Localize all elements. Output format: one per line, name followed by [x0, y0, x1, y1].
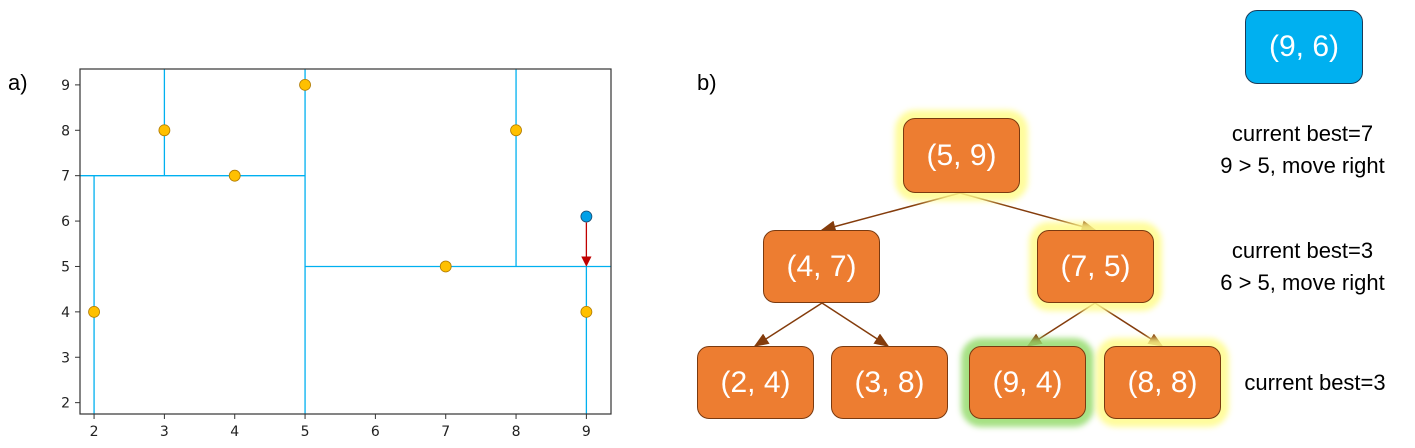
y-tick-label: 3 — [61, 350, 70, 366]
data-point — [510, 124, 522, 137]
tree-node-root: (5, 9) — [903, 118, 1020, 193]
tree-edge-right-rr — [1094, 302, 1164, 347]
tree-edge-right-rl — [1026, 302, 1096, 347]
tree-node-right-left: (9, 4) — [969, 346, 1086, 419]
tree-edge-root-right — [959, 192, 1097, 233]
y-tick-label: 7 — [61, 169, 70, 185]
data-point — [580, 305, 593, 318]
x-tick-label: 6 — [371, 424, 380, 440]
tree-node-right: (7, 5) — [1037, 230, 1154, 303]
panel-a-label: a) — [8, 70, 28, 95]
kd-tree-scatter-plot: 2 3 4 5 6 7 8 9 2 3 4 5 6 7 8 9 — [61, 68, 612, 440]
y-tick-label: 8 — [61, 123, 70, 139]
data-point — [439, 260, 452, 273]
note-level1-line1: current best=7 — [1231, 121, 1374, 146]
note-level3: current best=3 — [1230, 367, 1400, 399]
tree-node-left-left: (2, 4) — [697, 346, 814, 419]
note-level2-line1: current best=3 — [1231, 238, 1374, 263]
panel-b-label: b) — [697, 70, 717, 95]
plot-frame — [79, 68, 612, 415]
tree-edge-root-left — [820, 192, 961, 233]
note-level1-line2: 9 > 5, move right — [1220, 153, 1385, 178]
query-point — [580, 210, 593, 223]
y-tick-label: 2 — [61, 396, 70, 412]
x-tick-label: 9 — [582, 424, 591, 440]
note-level2: current best=3 6 > 5, move right — [1200, 235, 1405, 299]
tree-edge-left-lr — [821, 302, 890, 347]
x-tick-label: 2 — [90, 424, 99, 440]
y-tick-label: 4 — [61, 305, 70, 321]
x-tick-label: 8 — [512, 424, 521, 440]
data-point — [88, 305, 100, 318]
y-tick-label: 5 — [61, 259, 70, 275]
x-tick-label: 5 — [301, 424, 310, 440]
note-level1: current best=7 9 > 5, move right — [1200, 118, 1405, 182]
note-level3-line1: current best=3 — [1244, 370, 1386, 395]
y-tick-label: 9 — [61, 78, 70, 94]
x-tick-label: 3 — [160, 424, 169, 440]
y-tick-label: 6 — [61, 214, 70, 230]
data-point — [299, 78, 311, 91]
note-level2-line2: 6 > 5, move right — [1220, 270, 1385, 295]
tree-edge-left-ll — [753, 302, 823, 347]
query-node: (9, 6) — [1245, 10, 1363, 84]
x-tick-label: 4 — [230, 424, 239, 440]
x-tick-label: 7 — [441, 424, 450, 440]
data-point — [228, 169, 241, 182]
data-point — [158, 124, 171, 137]
tree-node-right-right: (8, 8) — [1104, 346, 1221, 419]
tree-node-left-right: (3, 8) — [831, 346, 948, 419]
tree-node-left: (4, 7) — [763, 230, 880, 303]
